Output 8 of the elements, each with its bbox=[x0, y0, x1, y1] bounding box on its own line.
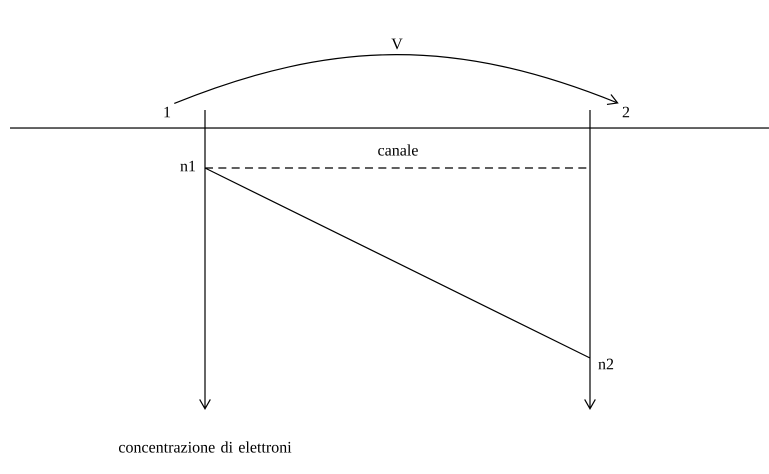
curved-arrow bbox=[174, 54, 619, 106]
text-label: concentrazione di elettroni bbox=[119, 441, 292, 453]
point-label: 2 bbox=[622, 106, 630, 118]
text-label: n1 bbox=[180, 160, 196, 172]
point-label: 1 bbox=[164, 106, 170, 118]
edge-label: V bbox=[391, 38, 403, 50]
text-label: canale bbox=[378, 144, 418, 156]
text-label: n2 bbox=[598, 358, 614, 370]
